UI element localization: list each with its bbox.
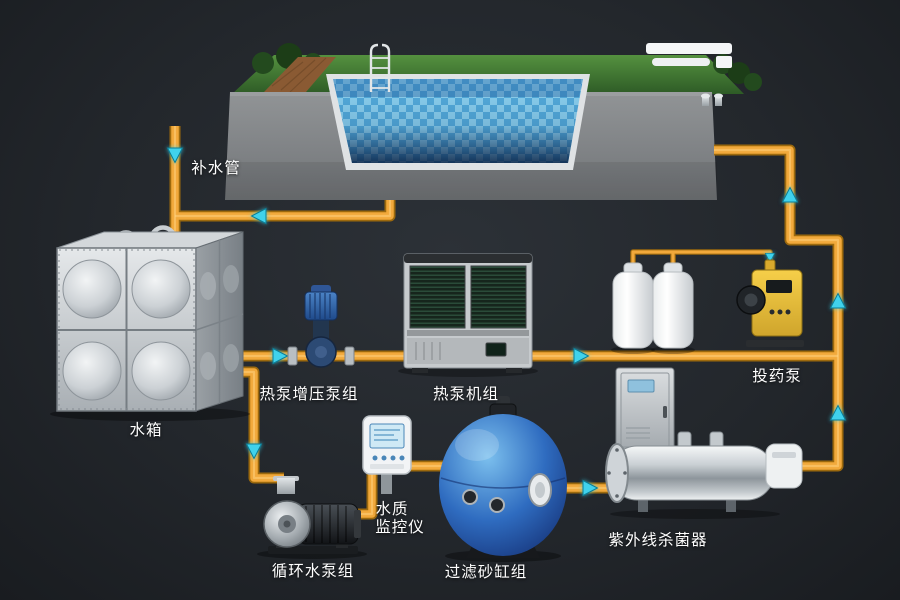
label-water-quality-1: 水质 (375, 501, 409, 518)
label-heat-pump-unit: 热泵机组 (432, 386, 500, 403)
booster-pump (287, 285, 355, 368)
water-quality-monitor (362, 415, 412, 494)
label-booster-pump: 热泵增压泵组 (259, 386, 359, 403)
dosing-pump (736, 259, 804, 347)
label-water-tank: 水箱 (129, 422, 163, 439)
sand-filter (439, 396, 567, 562)
label-water-quality-2: 监控仪 (375, 519, 425, 536)
circulation-pump (257, 476, 367, 559)
dosing-tanks (611, 262, 695, 354)
pool-scene (225, 43, 762, 200)
pool-furniture (646, 43, 732, 68)
wood-deck (264, 57, 336, 93)
pool-ladder (369, 43, 391, 92)
dosing-tubes (633, 252, 770, 268)
swimming-pool (326, 74, 590, 170)
label-makeup-pipe: 补水管 (191, 160, 241, 177)
water-tank (50, 225, 250, 421)
heat-pump-unit (398, 253, 538, 377)
label-dosing-pump: 投药泵 (752, 368, 802, 385)
deck-pipe-fittings (701, 93, 723, 106)
label-circulation-pump: 循环水泵组 (271, 563, 355, 580)
label-sand-filter: 过滤砂缸组 (444, 564, 528, 581)
label-uv-sterilizer: 紫外线杀菌器 (608, 532, 708, 549)
uv-sterilizer (605, 367, 803, 519)
